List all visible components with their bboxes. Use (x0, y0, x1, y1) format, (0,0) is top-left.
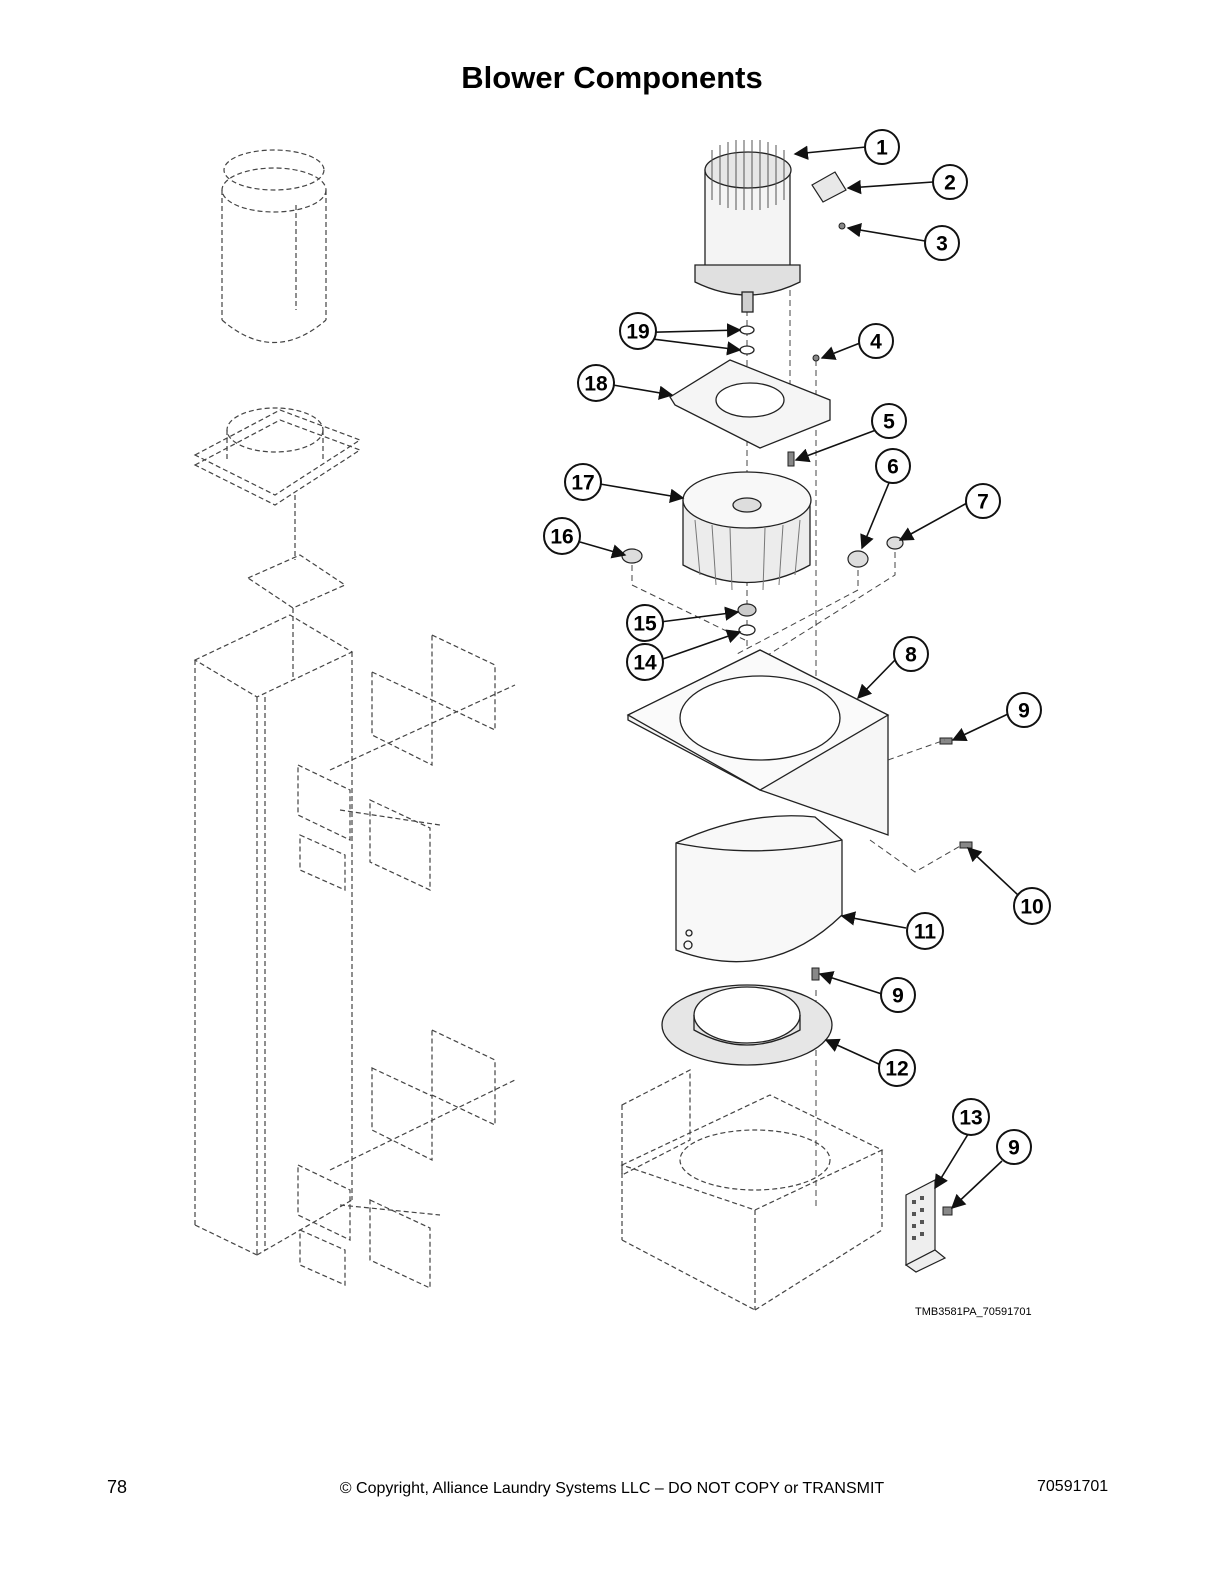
callout-7-circle (965, 483, 1001, 519)
callout-18-circle (577, 364, 615, 402)
terminal-bracket (904, 1179, 947, 1273)
callout-5-circle (871, 403, 907, 439)
callout-10: 10 (1020, 896, 1043, 919)
callout-15: 15 (633, 613, 657, 636)
blower-base-box (620, 1069, 884, 1311)
thermostat-left (621, 548, 643, 564)
callout-1: 1 (876, 137, 888, 160)
callout-11-circle (906, 912, 944, 950)
bolt-10 (959, 841, 973, 849)
callout-12: 12 (885, 1058, 908, 1081)
callout-7: 7 (977, 491, 989, 514)
callout-17-circle (564, 463, 602, 501)
document-number: 70591701 (1037, 1478, 1109, 1495)
duct-cylinder (221, 149, 327, 344)
mount-nut (812, 354, 820, 362)
blower-shroud (675, 815, 843, 963)
duct-gasket (246, 554, 347, 609)
callout-16: 16 (550, 526, 573, 549)
callout-16-circle (543, 517, 581, 555)
screw-9c (942, 1206, 953, 1216)
callout-9b: 9 (892, 985, 904, 1008)
callout-3: 3 (936, 233, 948, 256)
callout-14-circle (626, 643, 664, 681)
callout-9a-circle (1006, 692, 1042, 728)
callout-3-circle (924, 225, 960, 261)
screw-9b (811, 967, 820, 981)
callout-8-circle (893, 636, 929, 672)
callout-15-circle (626, 604, 664, 642)
callout-19-circle (619, 312, 657, 350)
callout-13: 13 (959, 1107, 982, 1130)
thermostat-right (847, 550, 869, 568)
callout-2-circle (932, 164, 968, 200)
callout-1-circle (864, 129, 900, 165)
callout-2: 2 (944, 172, 956, 195)
motor (694, 140, 801, 313)
bracket-screw (838, 222, 846, 230)
duct-tall-box (193, 614, 354, 1256)
callout-9c: 9 (1008, 1137, 1020, 1160)
callout-9c-circle (996, 1129, 1032, 1165)
duct-collar-plate (193, 407, 362, 560)
callout-4: 4 (870, 331, 882, 354)
callout-11: 11 (914, 921, 937, 944)
callout-6-circle (875, 448, 911, 484)
callout-18: 18 (584, 373, 608, 396)
callout-12-circle (878, 1049, 916, 1087)
mounting-plate (669, 359, 831, 449)
callout-17: 17 (571, 472, 594, 495)
screw-9a (939, 737, 953, 745)
blower-impeller (682, 471, 812, 591)
shaft-washer (738, 624, 756, 636)
blower-housing-plate (626, 649, 890, 836)
duct-side-panels-upper (297, 634, 516, 891)
figure-reference: TMB3581PA_70591701 (915, 1306, 1032, 1318)
plate-bolt (787, 451, 795, 467)
page-number: 78 (107, 1477, 128, 1497)
callout-5: 5 (883, 411, 895, 434)
duct-side-panels-lower (297, 1029, 516, 1289)
callout-4-circle (858, 323, 894, 359)
shaft-nut (737, 603, 757, 617)
callout-9b-circle (880, 977, 916, 1013)
callout-19: 19 (626, 321, 649, 344)
callout-14: 14 (633, 652, 657, 675)
duct-assembly (193, 149, 516, 1289)
page-title: Blower Components (461, 60, 763, 95)
copyright-notice: © Copyright, Alliance Laundry Systems LL… (339, 1480, 885, 1497)
callout-10-circle (1013, 887, 1051, 925)
callout-6: 6 (887, 456, 899, 479)
callout-13-circle (952, 1098, 990, 1136)
motor-bracket (811, 171, 847, 203)
callout-8: 8 (905, 644, 917, 667)
inlet-ring (661, 984, 833, 1066)
callout-9a: 9 (1018, 700, 1030, 723)
